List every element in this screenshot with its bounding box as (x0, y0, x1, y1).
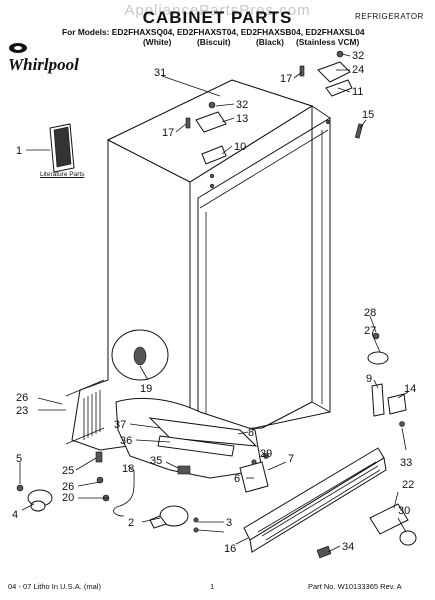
center-bracket (148, 417, 258, 475)
bottom-center-parts (149, 453, 269, 533)
callout-28: 28 (364, 307, 376, 319)
callout-6: 6 (234, 473, 240, 485)
literature-booklet (49, 123, 75, 173)
callout-16: 16 (224, 543, 236, 555)
callout-3: 3 (226, 517, 232, 529)
literature-parts-label: Literature Parts (40, 171, 85, 178)
callout-8: 8 (248, 427, 254, 439)
callout-1: 1 (16, 145, 22, 157)
vent-grille (65, 379, 105, 445)
callout-32b: 32 (236, 99, 248, 111)
leader-lines (19, 53, 409, 553)
callout-numbers: 31 32 24 17 11 32 13 15 17 10 1 28 27 19… (12, 50, 416, 555)
callout-9: 9 (366, 373, 372, 385)
callout-20: 20 (62, 492, 74, 504)
callout-2: 2 (128, 517, 134, 529)
footer-part-number: Part No. W10133365 Rev. A (308, 582, 402, 591)
color-black: (Black) (256, 37, 284, 47)
callout-14: 14 (404, 383, 416, 395)
callout-24: 24 (352, 64, 364, 76)
callout-7: 7 (288, 453, 294, 465)
cabinet-shell (65, 79, 331, 479)
callout-17b: 17 (162, 127, 174, 139)
top-hinge-left (185, 101, 331, 189)
right-small-parts (367, 332, 407, 427)
water-filter (369, 503, 417, 546)
footer-page-number: 1 (210, 582, 215, 591)
callout-15: 15 (362, 109, 374, 121)
callout-31: 31 (154, 67, 166, 79)
callout-13: 13 (236, 113, 248, 125)
callout-26a: 26 (16, 392, 28, 404)
callout-35: 35 (150, 455, 162, 467)
toe-grille (243, 447, 387, 559)
models-line: For Models: ED2FHAXSQ04, ED2FHAXST04, ED… (62, 27, 365, 37)
callout-5: 5 (16, 453, 22, 465)
color-biscuit: (Biscuit) (197, 37, 231, 47)
callout-4: 4 (12, 509, 18, 521)
callout-32a: 32 (352, 50, 364, 62)
watermark-text: AppliancePartsPros.com (124, 2, 311, 19)
callout-26b: 26 (62, 481, 74, 493)
callout-19: 19 (140, 383, 152, 395)
callout-18: 18 (122, 463, 134, 475)
callout-22: 22 (402, 479, 414, 491)
callout-29: 29 (260, 448, 272, 460)
category-label: REFRIGERATOR (355, 12, 424, 21)
footer-litho: 04 - 07 Litho In U.S.A. (mal) (8, 582, 101, 591)
callout-33: 33 (400, 457, 412, 469)
color-white: (White) (143, 37, 172, 47)
callout-11: 11 (352, 86, 363, 98)
callout-23: 23 (16, 405, 28, 417)
callout-30: 30 (398, 505, 410, 517)
brand-text: Whirlpool (8, 55, 79, 74)
callout-25: 25 (62, 465, 74, 477)
callout-36: 36 (120, 435, 132, 447)
lower-left-parts (16, 451, 135, 517)
callout-17a: 17 (280, 73, 292, 85)
callout-37: 37 (114, 419, 126, 431)
callout-34: 34 (342, 541, 354, 553)
page-title: CABINET PARTS (142, 8, 293, 27)
whirlpool-logo: Whirlpool (8, 43, 79, 74)
callout-10: 10 (234, 141, 246, 153)
color-stainless: (Stainless VCM) (296, 37, 360, 47)
callout-27: 27 (364, 325, 376, 337)
